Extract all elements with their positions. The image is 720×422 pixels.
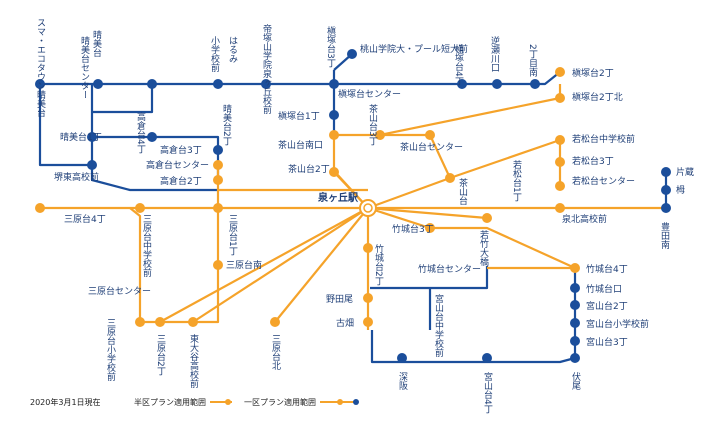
label-harumi: はるみ	[227, 36, 238, 63]
label-takeshirodai4: 竹城台4丁	[586, 263, 628, 275]
label-miyayamadai2: 宮山台2丁	[586, 300, 628, 312]
label-takeshirodai-guchi: 竹城台口	[586, 283, 622, 295]
label-wakamatsudai-center: 若松台センター	[572, 175, 635, 187]
label-takakuradai-center: 高倉台センター	[146, 159, 209, 171]
label-wakamatsudai-jhs: 若松台中学校前	[572, 133, 635, 145]
label-nodao: 野田尾	[326, 294, 353, 305]
label-mihara-es: 三原台小学校前	[105, 318, 116, 382]
label-harumidai2: 晴美台2丁	[221, 103, 232, 146]
label-katakura: 片蔵	[676, 166, 694, 178]
label-harumidai-center: 晴美台センター	[79, 35, 90, 99]
label-takeshirodai-center: 竹城台センター	[418, 263, 481, 275]
label-mihara-minami: 三原台南	[226, 259, 262, 271]
label-wakamatsudai1: 若松台1丁	[511, 159, 522, 202]
label-takakuradai4: 高倉台4丁	[135, 111, 146, 154]
label-suma: スマ・エコタウン晴美台	[35, 18, 46, 118]
label-makizukadai-center: 槇塚台センター	[338, 88, 401, 100]
label-makizukadai4: 槇塚台4丁	[453, 43, 464, 86]
label-mihara-center: 三原台センター	[88, 285, 151, 297]
legend-one-dot	[353, 399, 359, 405]
label-senboku: 泉北高校前	[562, 213, 607, 225]
label-mihara4: 三原台4丁	[64, 213, 106, 225]
label-harumidai1: 晴美台1丁	[60, 131, 102, 143]
label-mihara-kita: 三原台北	[270, 334, 281, 371]
label-chayamadai-center: 茶山台センター	[400, 141, 463, 153]
label-makizukadai3: 槇塚台3丁	[325, 25, 336, 68]
label-miyayamadai4: 宮山台4丁	[482, 371, 493, 414]
label-miyayamadai-es: 宮山台小学校前	[586, 318, 649, 330]
label-mihara-jhs: 三原台中学校前	[141, 214, 152, 278]
label-mihara1: 三原台1丁	[227, 214, 238, 256]
label-chayamadai: 茶山台	[457, 177, 468, 206]
label-fushio: 伏尾	[570, 371, 581, 391]
legend-half-dot	[225, 399, 231, 405]
label-fukai: 深阪	[397, 372, 408, 391]
station-dots-blue	[35, 49, 671, 363]
label-chayamadai-minamiguchi: 茶山台南口	[278, 139, 323, 151]
label-toganan: 豊田南	[659, 221, 670, 249]
label-tsuji: 栂	[676, 184, 685, 196]
legend-one-zone: 一区プラン適用範囲	[244, 397, 316, 407]
legend-date: 2020年3月1日現在	[30, 397, 101, 407]
label-wakamatsudai3: 若松台3丁	[572, 155, 614, 167]
label-miyayamadai3: 宮山台3丁	[586, 336, 628, 348]
station-labels: 泉ヶ丘駅 スマ・エコタウン晴美台 晴美台 晴美台センター 高倉台4丁 小学校前 …	[35, 18, 694, 414]
label-shogaku: 小学校前	[209, 36, 220, 73]
label-makizukadai2kita: 槇塚台2丁北	[572, 91, 623, 103]
label-takakuradai2: 高倉台2丁	[160, 175, 202, 187]
label-wakatake: 若竹大橋	[478, 229, 489, 267]
label-higashitani: 東大谷高校前	[188, 333, 199, 389]
hub-label: 泉ヶ丘駅	[317, 191, 359, 204]
station-dots-orange	[35, 67, 580, 327]
label-sakaihigashi: 堺東高校前	[54, 171, 99, 183]
label-momoyama: 桃山学院大・プール短大前	[360, 43, 468, 55]
label-takakuradai3: 高倉台3丁	[160, 144, 202, 156]
legend: 2020年3月1日現在 半区プラン適用範囲 一区プラン適用範囲	[30, 397, 359, 407]
label-makizukadai1: 槇塚台1丁	[278, 110, 320, 122]
label-chayamadai3: 茶山台3丁	[367, 103, 378, 146]
label-teizuka: 帝塚山学院泉ヶ丘校前	[261, 23, 272, 115]
label-kohata: 古畑	[336, 317, 354, 329]
label-gyakusegawa: 逆瀬川口	[489, 35, 500, 72]
label-makizukadai2minami: 2丁目南	[527, 44, 538, 77]
label-miyayama-jhs: 宮山台中学校前	[433, 293, 444, 358]
hub-marker	[359, 199, 377, 217]
label-harumidai: 晴美台	[91, 29, 102, 58]
label-takeshirodai2: 竹城台2丁	[373, 243, 384, 286]
label-mihara2: 三原台2丁	[155, 334, 166, 376]
label-chayamadai2: 茶山台2丁	[288, 163, 330, 175]
legend-half-zone: 半区プラン適用範囲	[134, 397, 206, 407]
label-takeshirodai3: 竹城台3丁	[392, 223, 434, 235]
label-makizukadai2: 槇塚台2丁	[572, 67, 614, 79]
